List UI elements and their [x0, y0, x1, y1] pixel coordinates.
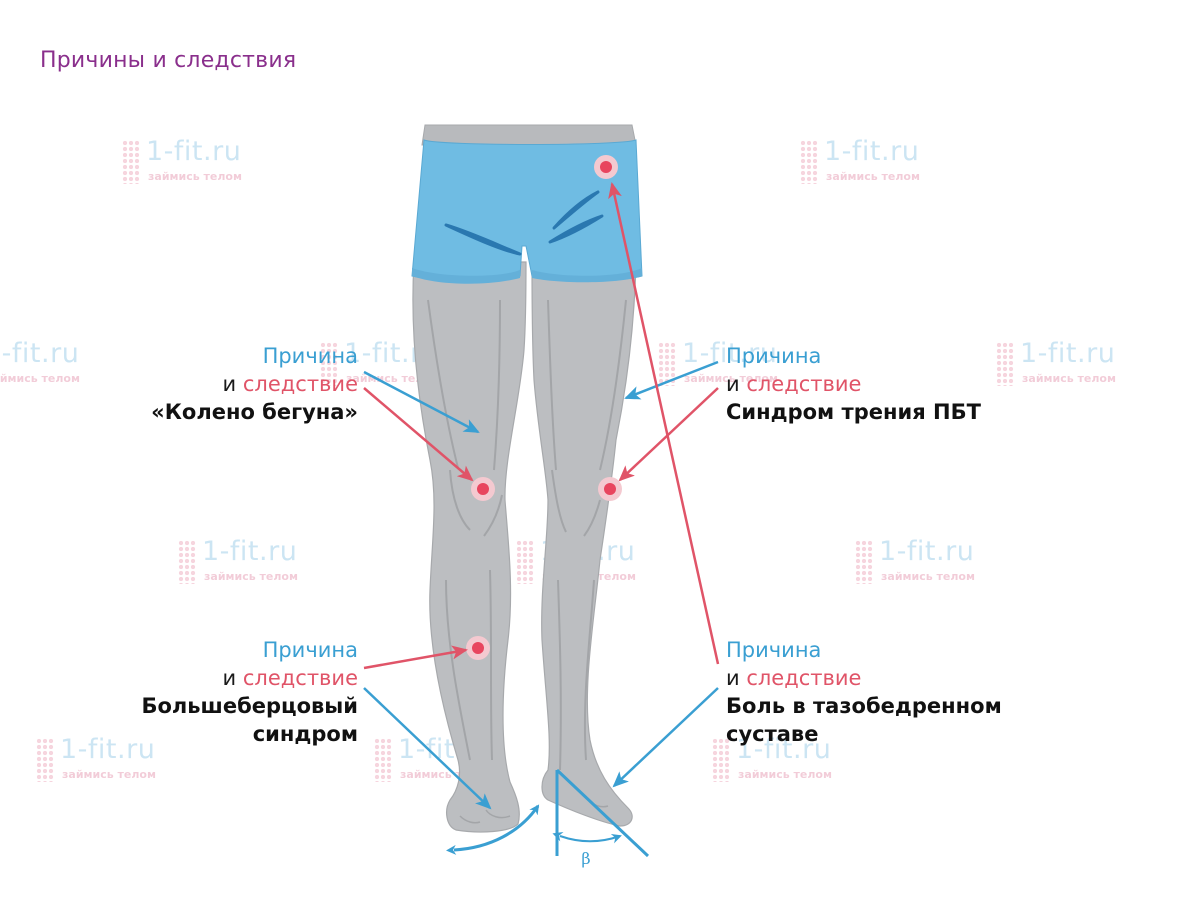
- torso-waist: [421, 124, 637, 146]
- label-shin-splints: Причина и следствие Большеберцовый синдр…: [141, 636, 358, 748]
- condition-name-line-1: Большеберцовый: [141, 694, 358, 718]
- left-leg: [412, 261, 527, 833]
- effect-arrow-knee-runner: [363, 387, 474, 482]
- cause-arrow-knee-runner: [363, 370, 480, 434]
- pain-point-right-knee: [598, 477, 622, 501]
- effect-text: следствие: [242, 372, 358, 396]
- pain-point-left-knee: [471, 477, 495, 501]
- cause-text: Причина: [262, 344, 358, 368]
- cause-text: Причина: [726, 638, 822, 662]
- shorts: [411, 139, 643, 284]
- pain-point-shin: [466, 636, 490, 660]
- page-title: Причины и следствия: [40, 48, 297, 73]
- angle-beta-diagram: β: [552, 768, 650, 868]
- cause-arrow-hip: [612, 687, 719, 788]
- pain-point-hip: [594, 155, 618, 179]
- effect-text: следствие: [746, 372, 862, 396]
- cause-arrow-itb: [624, 360, 719, 400]
- effect-text: следствие: [746, 666, 862, 690]
- condition-name: «Колено бегуна»: [151, 400, 358, 424]
- cause-arrow-shin: [363, 687, 492, 810]
- label-itb-syndrome: Причина и следствие Синдром трения ПБТ: [726, 342, 981, 426]
- effect-arrow-itb: [618, 387, 719, 482]
- rotation-arc-arrow: [446, 804, 540, 855]
- angle-beta-label: β: [581, 849, 590, 868]
- right-leg: [531, 261, 637, 827]
- condition-name: Синдром трения ПБТ: [726, 400, 981, 424]
- cause-text: Причина: [262, 638, 358, 662]
- effect-text: следствие: [242, 666, 358, 690]
- and-text: и: [726, 372, 740, 396]
- label-knee-runner: Причина и следствие «Колено бегуна»: [151, 342, 358, 426]
- and-text: и: [222, 372, 237, 396]
- condition-name-line-1: Боль в тазобедренном: [726, 694, 1002, 718]
- cause-text: Причина: [726, 344, 822, 368]
- condition-name-line-2: суставе: [726, 722, 819, 746]
- condition-name-line-2: синдром: [252, 722, 358, 746]
- and-text: и: [726, 666, 740, 690]
- and-text: и: [222, 666, 237, 690]
- effect-arrow-hip: [608, 182, 720, 665]
- label-hip-pain: Причина и следствие Боль в тазобедренном…: [726, 636, 1002, 748]
- effect-arrow-shin: [363, 645, 468, 670]
